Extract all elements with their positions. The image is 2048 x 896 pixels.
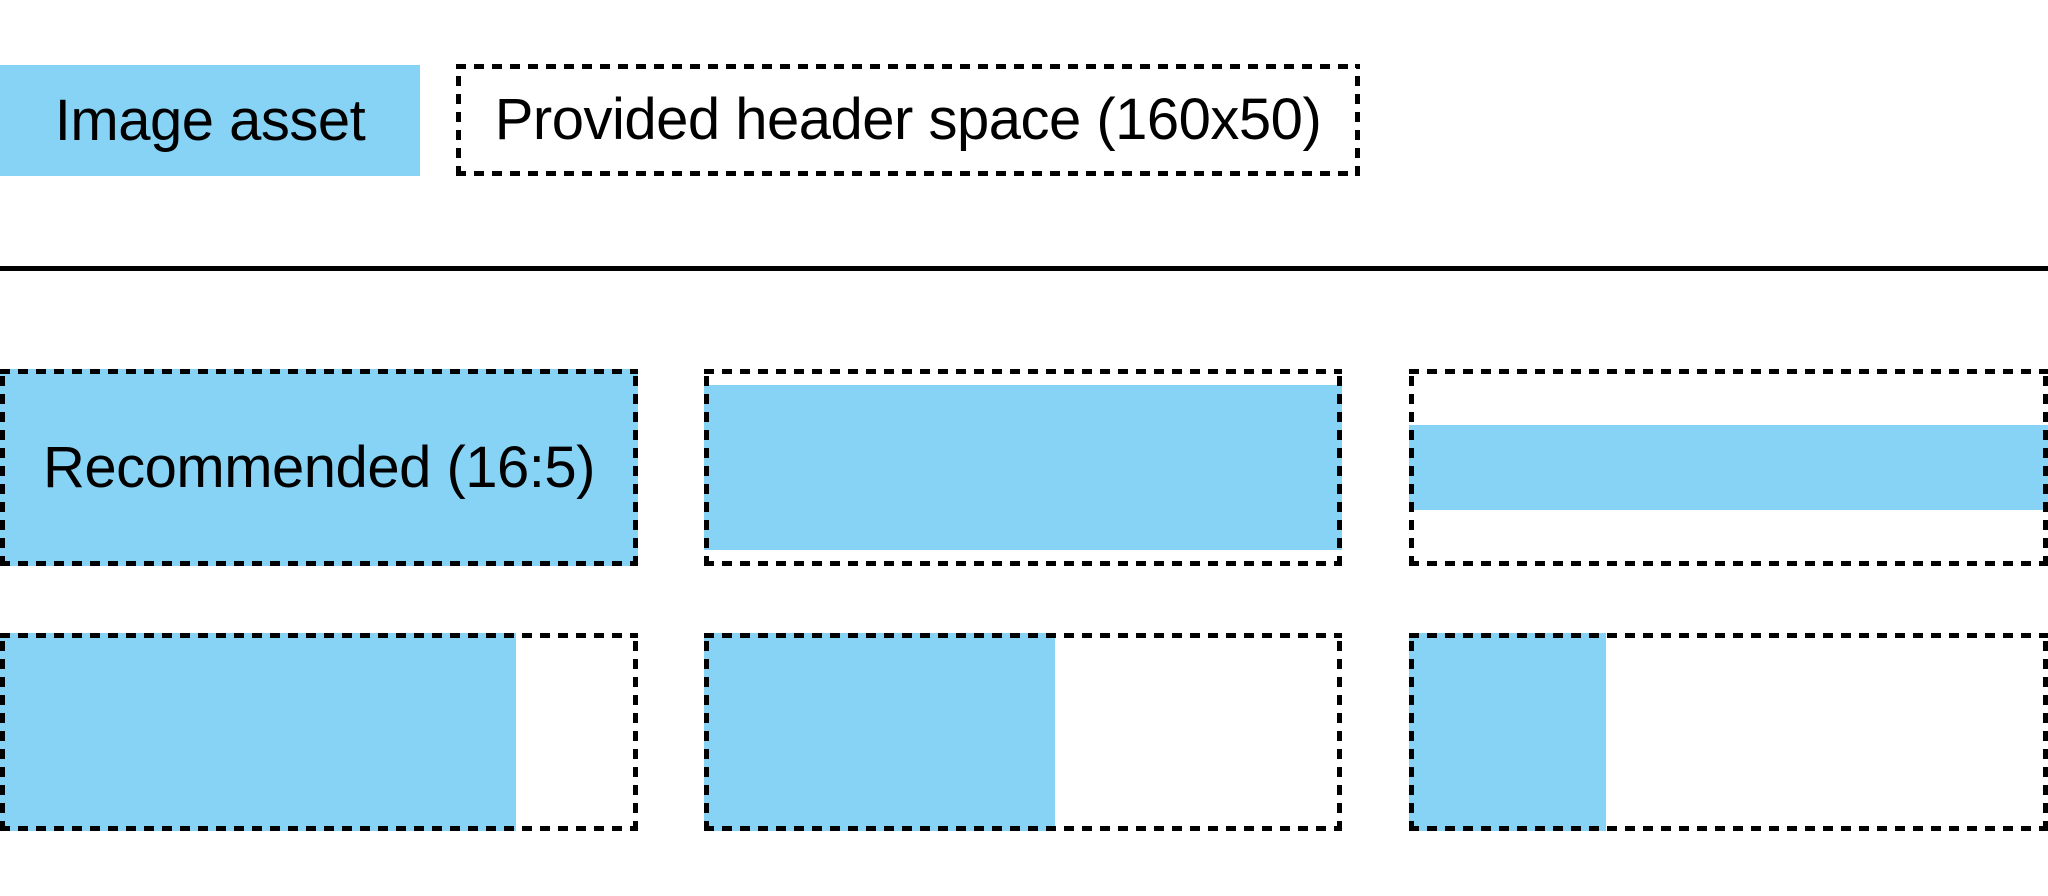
recommended-label: Recommended (16:5) (43, 434, 595, 500)
legend-header-space-box: Provided header space (160x50) (456, 64, 1360, 176)
image-asset-fill (1409, 633, 1606, 831)
image-asset-fill: Recommended (16:5) (0, 369, 638, 566)
legend-image-asset-swatch: Image asset (0, 65, 420, 176)
legend-header-space-label: Provided header space (160x50) (494, 87, 1322, 152)
example-box-tall-asset-81 (0, 633, 638, 831)
example-box-wide-asset (704, 369, 1342, 566)
divider-line (0, 266, 2048, 271)
example-box-tall-asset-31 (1409, 633, 2048, 831)
image-asset-fill (704, 633, 1055, 831)
example-box-tall-asset-55 (704, 633, 1342, 831)
example-box-very-wide-asset (1409, 369, 2048, 566)
image-asset-fill (0, 633, 516, 831)
image-asset-fill (704, 385, 1342, 550)
legend-image-asset-label: Image asset (54, 87, 366, 153)
image-asset-fill (1409, 425, 2048, 510)
example-box-recommended: Recommended (16:5) (0, 369, 638, 566)
